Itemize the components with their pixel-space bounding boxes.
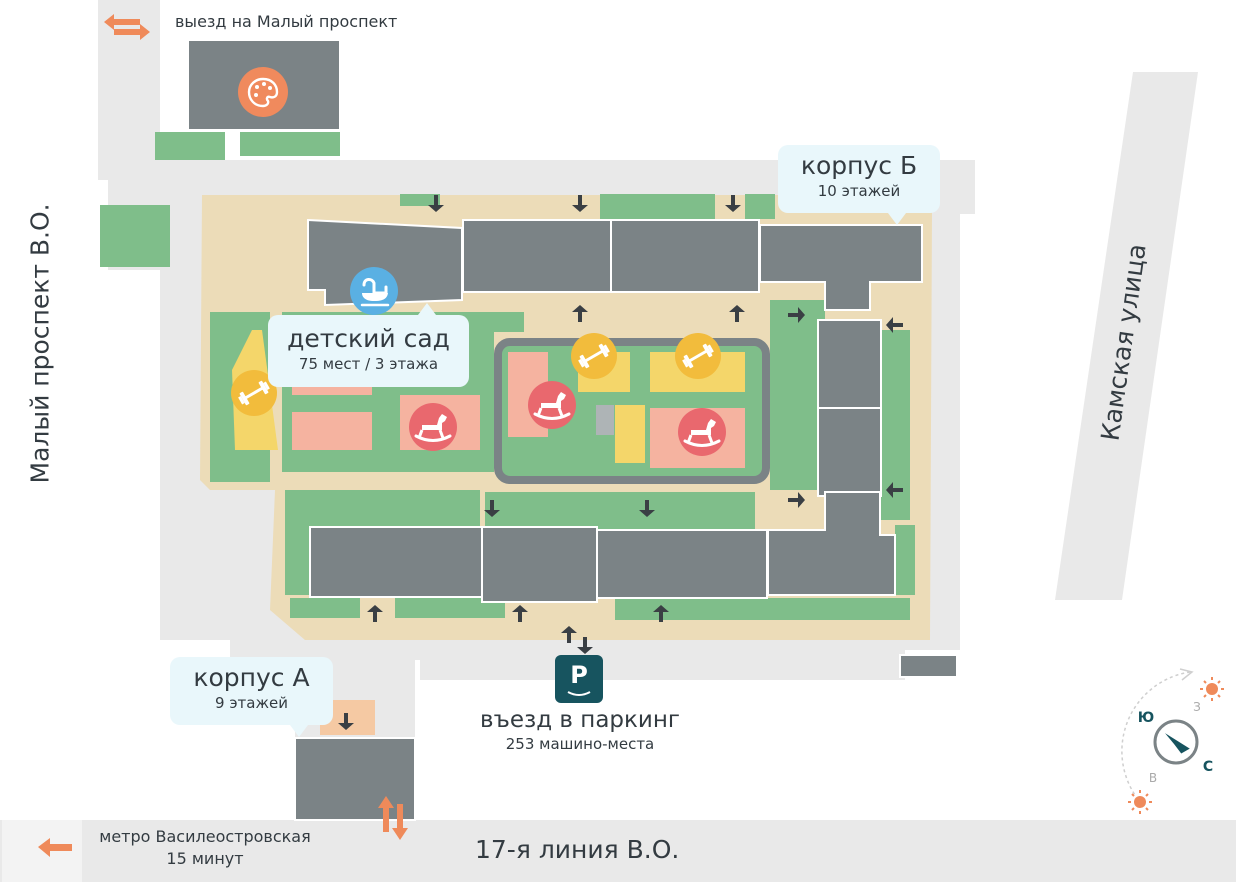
arrow-icon: [886, 317, 903, 333]
dumbbell-icon: [675, 333, 721, 379]
arrow-icon: [886, 482, 903, 498]
dumbbell-icons: [231, 333, 721, 416]
buildings: [187, 39, 958, 821]
playground-patch: [292, 412, 372, 450]
korpus-b-subtitle: 10 этажей: [817, 182, 901, 200]
korpus-b-callout: корпус Б 10 этажей: [778, 145, 940, 225]
compass-north: С: [1203, 759, 1213, 775]
building-east-3: [767, 491, 896, 596]
line17-road: [0, 820, 1236, 882]
building-south-3: [596, 529, 768, 599]
compass-west: З: [1193, 700, 1201, 714]
rocking-horse-icon: [528, 381, 576, 429]
arrow-icon: [367, 605, 383, 622]
korpus-a-title: корпус А: [193, 663, 310, 692]
compass-icon: [1153, 719, 1199, 765]
arrow-icon: [338, 713, 354, 730]
traffic-arrows: [38, 14, 408, 857]
metro-line-1: метро Василеостровская: [99, 827, 311, 846]
rocking-horse-icon: [678, 408, 726, 456]
dumbbell-icon: [231, 370, 277, 416]
parking-sign-letter: P: [570, 661, 588, 689]
rocking-horse-icons: [409, 381, 726, 456]
sun-icon: [1128, 790, 1152, 814]
arrow-icon: [572, 305, 588, 322]
arrow-icon: [484, 500, 500, 517]
arrow-icon: [788, 307, 805, 323]
kindergarten-subtitle: 75 мест / 3 этажа: [298, 355, 439, 373]
arrow-icon: [653, 605, 669, 622]
arrow-icon: [729, 305, 745, 322]
metro-line-2: 15 минут: [166, 849, 244, 868]
metro-arrow-icon: [38, 838, 72, 857]
arrow-icon: [428, 195, 444, 212]
building-east-1: [817, 319, 882, 409]
arrow-icon: [788, 492, 805, 508]
korpus-a-subtitle: 9 этажей: [215, 694, 288, 712]
rocking-horse-icon: [409, 403, 457, 451]
building-korpus-b-north: [759, 224, 923, 311]
arrow-icon: [577, 637, 593, 654]
arrow-icon: [639, 500, 655, 517]
building-east-2: [817, 407, 882, 497]
maly-prospekt-label: Малый проспект В.О.: [25, 203, 55, 484]
metro-label: метро Василеостровская 15 минут: [90, 826, 320, 870]
arrow-icon: [561, 626, 577, 643]
entrance-arrows-icon: [378, 796, 408, 840]
building-korpus-a: [294, 737, 416, 821]
arrow-icon: [572, 195, 588, 212]
entrance-arrows: [338, 195, 903, 730]
arrow-icon: [512, 605, 528, 622]
parking-exit-block: [899, 654, 958, 678]
korpus-b-title: корпус Б: [800, 151, 918, 180]
kindergarten-title: детский сад: [287, 324, 450, 353]
sun-icon: [1200, 677, 1224, 701]
line17-label: 17-я линия В.О.: [475, 835, 680, 864]
compass-east: В: [1149, 771, 1157, 785]
building-north-2: [462, 219, 612, 293]
building-north-3: [610, 219, 760, 293]
exit-maly-label: выезд на Малый проспект: [175, 12, 398, 31]
parking-sign-icon: P: [555, 655, 603, 703]
exit-arrows-icon: [104, 14, 150, 40]
arrow-icon: [725, 195, 741, 212]
compass-south: Ю: [1138, 710, 1154, 726]
palette-icon: [238, 67, 288, 117]
building-south-1: [309, 526, 483, 598]
sun-path: [1121, 671, 1191, 796]
stroller-icon: [350, 267, 398, 315]
compass: Ю З В С: [1121, 668, 1224, 814]
parking-subtitle: 253 машино-места: [505, 735, 655, 753]
parking-title: въезд в паркинг: [480, 707, 680, 733]
dumbbell-icon: [571, 333, 617, 379]
korpus-a-callout: корпус А 9 этажей: [170, 657, 333, 737]
kindergarten-callout: детский сад 75 мест / 3 этажа: [268, 303, 469, 387]
kamskaya-road: [1055, 72, 1198, 600]
building-south-2: [481, 526, 598, 603]
parking-label: въезд в паркинг 253 машино-места: [470, 706, 690, 754]
poi-icons: [231, 67, 726, 456]
